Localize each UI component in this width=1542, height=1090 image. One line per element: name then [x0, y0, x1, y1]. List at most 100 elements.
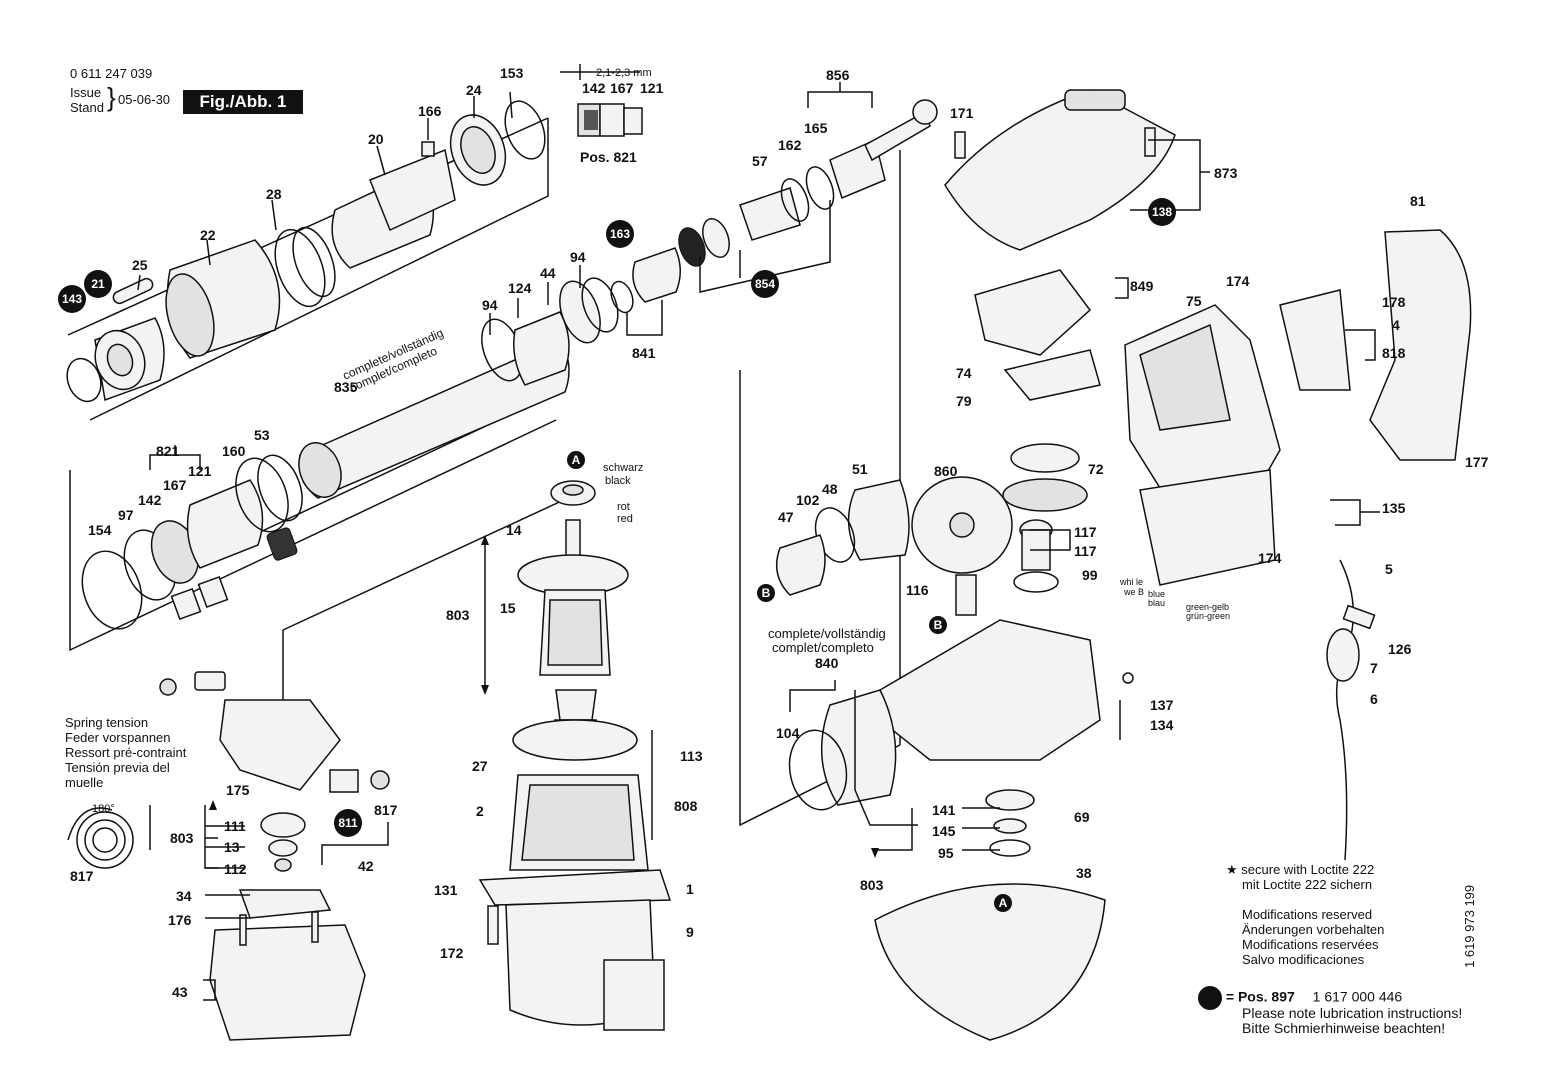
callout-121: 121 — [188, 463, 212, 479]
callout-5: 5 — [1385, 561, 1393, 577]
callout-808: 808 — [674, 798, 698, 814]
callout-160: 160 — [222, 443, 246, 459]
callout-34: 34 — [176, 888, 192, 904]
modifications-note: Modifications reserved Änderungen vorbeh… — [1242, 907, 1385, 967]
callout-803: 803 — [860, 877, 884, 893]
callout-9: 9 — [686, 924, 694, 940]
callout-841: 841 — [632, 345, 656, 361]
callout-20: 20 — [368, 131, 384, 147]
callout-14: 14 — [506, 522, 522, 538]
callout-51: 51 — [852, 461, 868, 477]
wire-greengelb: green-gelb — [1186, 602, 1229, 612]
callout-94: 94 — [570, 249, 586, 265]
loctite-note: ★ secure with Loctite 222 mit Loctite 22… — [1226, 862, 1375, 892]
callout-112: 112 — [224, 861, 247, 877]
callout-57: 57 — [752, 153, 768, 169]
callout-53: 53 — [254, 427, 270, 443]
callout-48: 48 — [822, 481, 838, 497]
callout-171: 171 — [950, 105, 974, 121]
wire-schwarz: schwarz — [603, 462, 643, 474]
callout-162: 162 — [778, 137, 802, 153]
inset-pos-821: 2,1-2,3 mm 142 167 121 Pos. 821 — [560, 64, 664, 165]
badge-854 — [751, 270, 779, 298]
wire-blue: blue — [1148, 589, 1165, 599]
svg-text:138: 138 — [1152, 205, 1172, 219]
callout-817: 817 — [70, 868, 94, 884]
issue-label: Issue — [70, 85, 102, 100]
callout-79: 79 — [956, 393, 972, 409]
inset-col-121: 121 — [640, 80, 664, 96]
callout-27: 27 — [472, 758, 488, 774]
callout-174: 174 — [1258, 550, 1282, 566]
badge-811 — [334, 809, 362, 837]
callout-803: 803 — [170, 830, 194, 846]
callout-4: 4 — [1392, 317, 1400, 333]
callout-817: 817 — [374, 802, 398, 818]
callout-102: 102 — [796, 492, 820, 508]
callout-856: 856 — [826, 67, 850, 83]
callout-124: 124 — [508, 280, 532, 296]
callout-117: 117 — [1074, 543, 1097, 559]
callout-818: 818 — [1382, 345, 1406, 361]
callout-849: 849 — [1130, 278, 1154, 294]
callout-166: 166 — [418, 103, 442, 119]
svg-text:163: 163 — [610, 227, 630, 241]
spring-angle: 180° — [92, 803, 115, 815]
callout-75: 75 — [1186, 293, 1202, 309]
callout-69: 69 — [1074, 809, 1090, 825]
svg-text:A: A — [572, 453, 581, 467]
badge-21 — [84, 270, 112, 298]
callout-835: 835 — [334, 379, 358, 395]
callout-178: 178 — [1382, 294, 1406, 310]
callout-175: 175 — [226, 782, 250, 798]
marker-a-top — [567, 451, 585, 469]
callout-72: 72 — [1088, 461, 1104, 477]
callout-97: 97 — [118, 507, 134, 523]
svg-text:143: 143 — [62, 292, 82, 306]
callout-176: 176 — [168, 912, 192, 928]
svg-text:811: 811 — [338, 816, 358, 830]
badge-138 — [1148, 198, 1176, 226]
callout-104: 104 — [776, 725, 800, 741]
svg-text:B: B — [762, 586, 771, 600]
badges: 143 21 163 854 138 811 — [58, 198, 1176, 837]
issue-date: 05-06-30 — [118, 92, 171, 107]
motor-assembly — [478, 480, 672, 1031]
callout-74: 74 — [956, 365, 972, 381]
wire-labels: schwarz black rot red whi le we B blue b… — [603, 462, 1230, 621]
wire-red: red — [617, 513, 633, 525]
callout-137: 137 — [1150, 697, 1174, 713]
reference-markers: A B B A — [567, 451, 1012, 912]
spring-tension-text: Spring tension Feder vorspannen Ressort … — [65, 715, 187, 790]
callout-42: 42 — [358, 858, 374, 874]
badge-143 — [58, 285, 86, 313]
wire-white2: we B — [1123, 587, 1144, 597]
svg-text:21: 21 — [91, 277, 105, 291]
svg-text:A: A — [999, 896, 1008, 910]
callout-177: 177 — [1465, 454, 1489, 470]
callout-172: 172 — [440, 945, 464, 961]
callout-95: 95 — [938, 845, 954, 861]
callout-141: 141 — [932, 802, 956, 818]
callout-13: 13 — [224, 839, 240, 855]
callout-165: 165 — [804, 120, 828, 136]
svg-text:854: 854 — [755, 277, 775, 291]
callout-174: 174 — [1226, 273, 1250, 289]
callout-1: 1 — [686, 881, 694, 897]
callout-145: 145 — [932, 823, 956, 839]
callout-81: 81 — [1410, 193, 1426, 209]
inset-caption: Pos. 821 — [580, 149, 637, 165]
part-number: 0 611 247 039 — [70, 66, 153, 81]
callout-873: 873 — [1214, 165, 1238, 181]
callout-15: 15 — [500, 600, 516, 616]
star-icon: ★ — [1226, 862, 1242, 877]
callout-821: 821 — [156, 443, 180, 459]
callout-2: 2 — [476, 803, 484, 819]
wire-white1: whi le — [1119, 577, 1143, 587]
callout-117: 117 — [1074, 524, 1097, 540]
brace: } — [107, 82, 116, 112]
callout-24: 24 — [466, 82, 482, 98]
wire-black: black — [605, 475, 631, 487]
